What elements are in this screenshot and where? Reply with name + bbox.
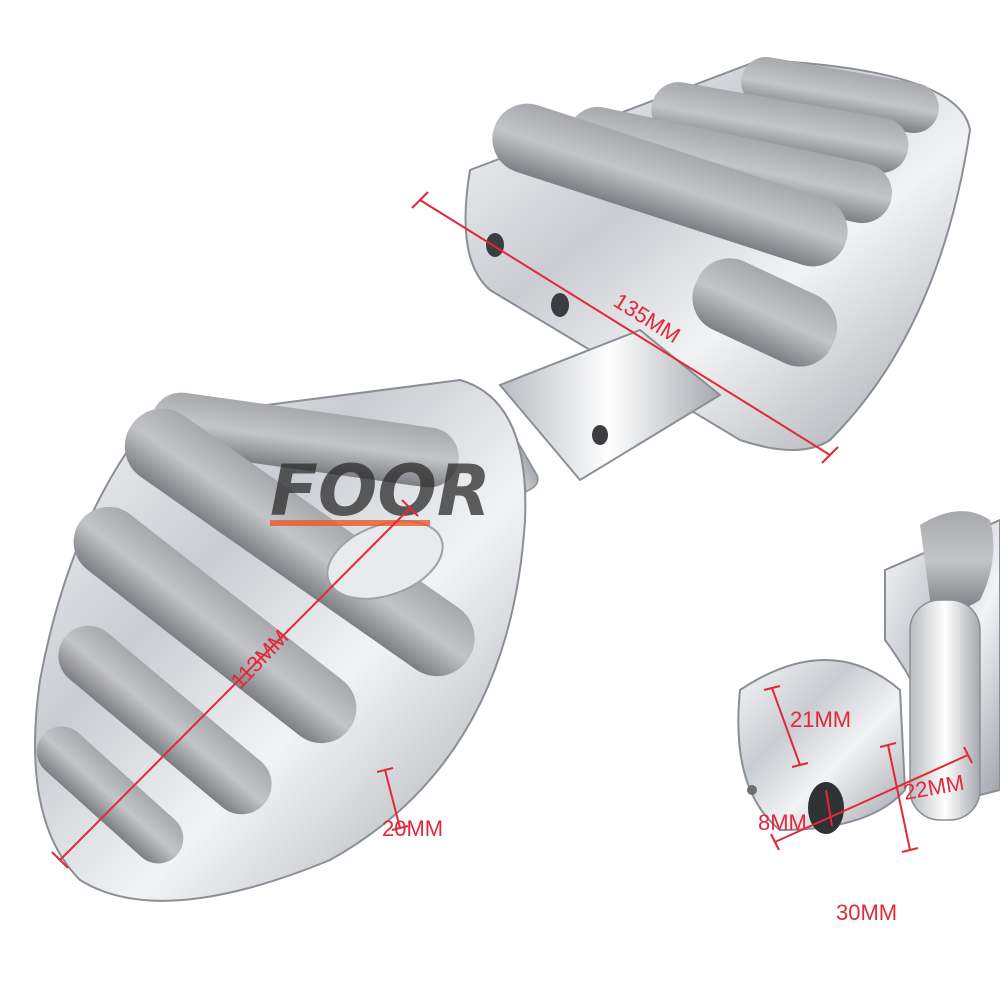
dim-tick [791, 762, 809, 768]
dim-line-20mm [384, 769, 401, 829]
label-21mm: 21MM [790, 707, 851, 732]
watermark: FOOR [270, 450, 491, 532]
dim-line-22mm [887, 744, 911, 851]
label-30mm: 30MM [836, 900, 897, 925]
dim-tick [51, 851, 69, 869]
upper-footpeg [464, 56, 972, 451]
dimension-lines [51, 191, 973, 869]
dim-tick [770, 833, 780, 851]
dim-line-8mm [825, 789, 833, 827]
lower-footpeg [34, 378, 527, 902]
dim-tick [963, 746, 973, 764]
dim-tick [763, 685, 781, 691]
dim-tick [879, 742, 897, 748]
dim-tick [401, 499, 419, 517]
dim-tick [391, 825, 409, 831]
dim-line-135mm [419, 199, 831, 456]
dim-line-30mm [774, 754, 969, 843]
dim-tick [901, 847, 919, 853]
dim-tick [821, 446, 839, 464]
svg-text:FOOR: FOOR [270, 450, 491, 532]
dim-tick [411, 191, 429, 209]
clevis-detail [737, 511, 1000, 834]
dim-line-21mm [771, 687, 801, 766]
dim-tick [376, 767, 394, 773]
label-8mm: 8MM [758, 810, 807, 835]
label-20mm: 20MM [382, 816, 443, 841]
dim-line-113mm [59, 507, 411, 861]
